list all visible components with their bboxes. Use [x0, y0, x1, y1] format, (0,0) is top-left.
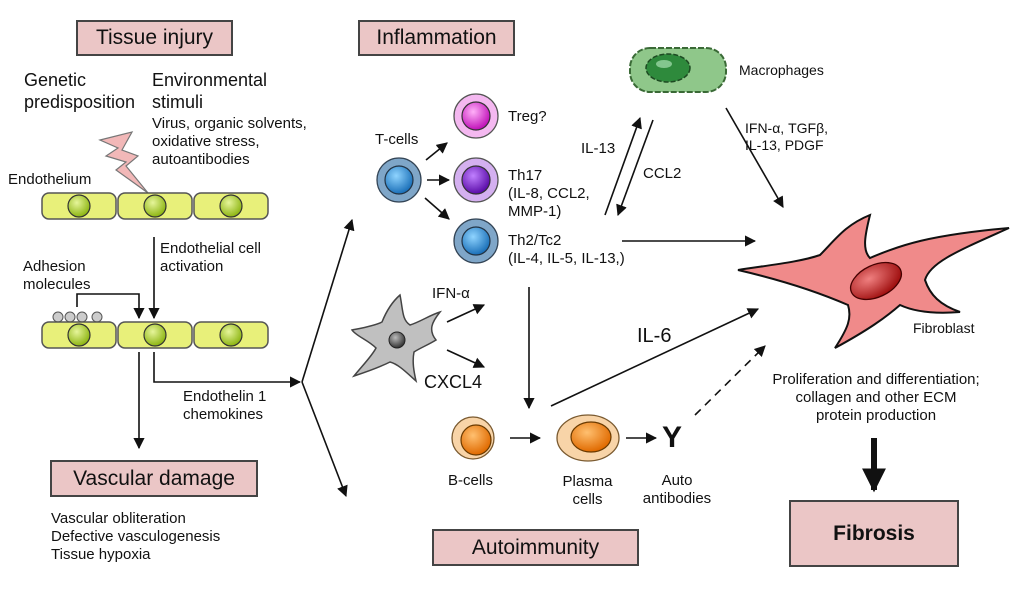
- label-vascular-effects: Vascular obliteration Defective vasculog…: [51, 510, 221, 563]
- label-bcells: B-cells: [448, 472, 494, 489]
- label-il6: IL-6: [637, 325, 672, 347]
- label-th17: Th17 (IL-8, CCL2, MMP-1): [508, 167, 590, 220]
- box-autoimmunity: Autoimmunity: [432, 529, 639, 566]
- label-fibroblast-effects: Proliferation and differentiation; colla…: [772, 371, 980, 424]
- injury-bolt-icon: [98, 131, 149, 194]
- arrow-endothelin: [153, 352, 302, 388]
- fibroblast-cell: [737, 213, 1010, 349]
- endothelium-row-2: [41, 311, 269, 349]
- antibody-icon: Y: [662, 421, 683, 454]
- macrophage-cell: [629, 47, 727, 93]
- arrow-adhesion: [76, 293, 145, 320]
- label-tcells: T-cells: [375, 131, 419, 148]
- box-inflammation: Inflammation: [358, 20, 515, 56]
- tcell-cluster: [376, 93, 499, 264]
- label-endothelium: Endothelium: [8, 171, 92, 188]
- label-ifn-alpha: IFN-α: [432, 285, 470, 302]
- label-macrophage-factors: IFN-α, TGFβ, IL-13, PDGF: [745, 120, 829, 153]
- arrow-branch-down: [301, 381, 348, 498]
- endothelium-row-1: [41, 192, 269, 220]
- label-autoantibodies: Auto antibodies: [642, 472, 712, 507]
- label-plasma: Plasma cells: [562, 473, 613, 508]
- label-adhesion: Adhesion molecules: [23, 258, 91, 293]
- label-cxcl4: CXCL4: [424, 372, 483, 392]
- box-vascular-damage: Vascular damage: [50, 460, 258, 497]
- arrow-branch-up: [301, 218, 355, 383]
- bcell: [451, 416, 495, 460]
- label-ccl2: CCL2: [643, 165, 682, 182]
- label-fibroblast: Fibroblast: [913, 320, 975, 336]
- box-fibrosis: Fibrosis: [789, 500, 959, 567]
- label-il13: IL-13: [581, 140, 616, 157]
- label-endothelin: Endothelin 1 chemokines: [183, 388, 267, 423]
- label-th2: Th2/Tc2 (IL-4, IL-5, IL-13,): [508, 232, 625, 267]
- plasma-cell: [556, 414, 620, 462]
- label-genetic: Genetic predisposition: [24, 70, 136, 112]
- label-endothelial-activation: Endothelial cell activation: [160, 240, 261, 275]
- dendritic-cell: [350, 293, 443, 384]
- label-treg: Treg?: [508, 108, 547, 125]
- label-environmental-examples: Virus, organic solvents, oxidative stres…: [152, 115, 307, 168]
- label-macrophages: Macrophages: [739, 62, 824, 78]
- label-environmental: Environmental stimuli: [152, 70, 268, 112]
- box-tissue-injury: Tissue injury: [76, 20, 233, 56]
